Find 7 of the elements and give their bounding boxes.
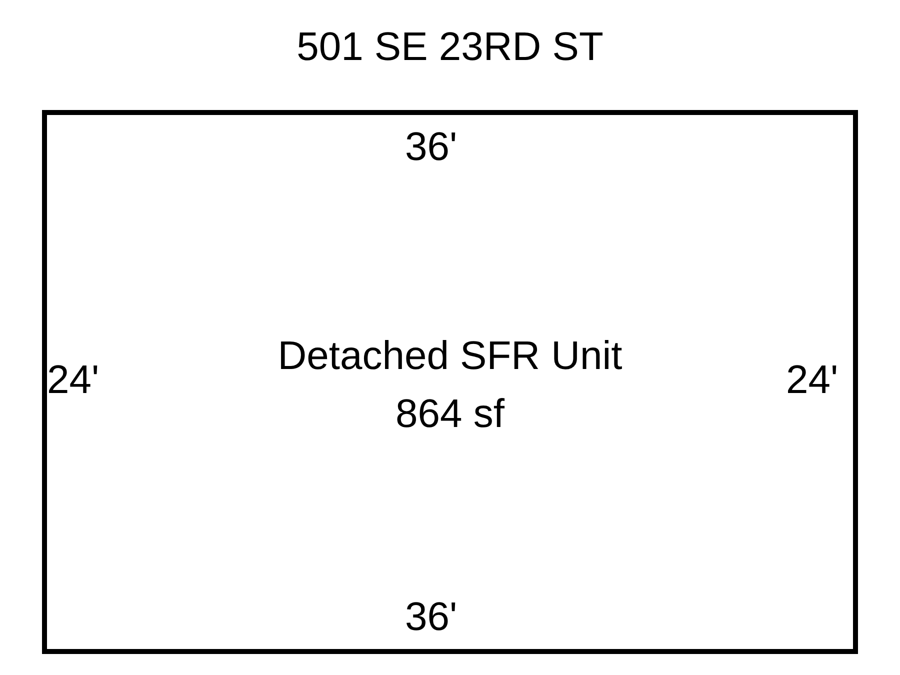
dimension-label: 24' <box>47 357 100 403</box>
title: 501 SE 23RD ST <box>296 24 604 70</box>
unit-label: Detached SFR Unit 864 sf <box>276 333 624 438</box>
dimension-label: 36' <box>405 594 458 640</box>
dimension-label: 36' <box>405 124 458 170</box>
unit-outline <box>42 110 858 654</box>
dimension-label: 24' <box>786 357 838 403</box>
